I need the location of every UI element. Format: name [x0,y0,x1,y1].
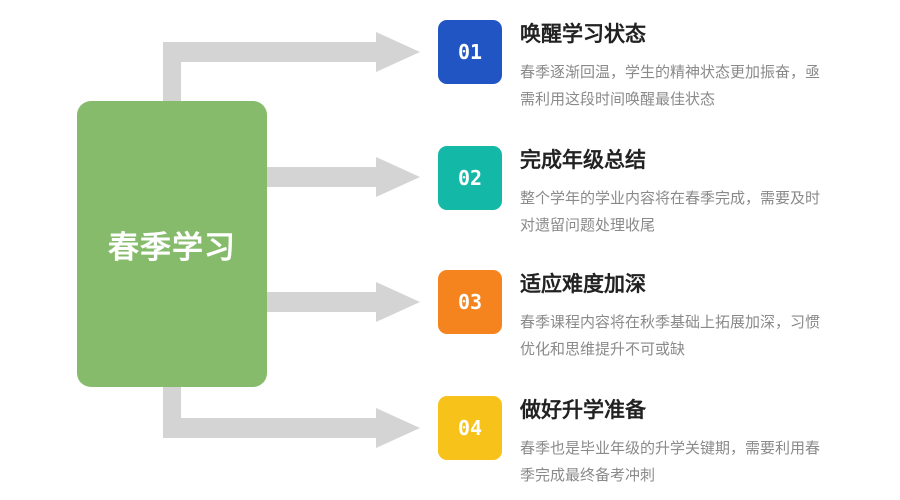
arrow-head-2 [376,157,420,197]
connector-shaft-4 [163,418,376,438]
arrow-head-3 [376,282,420,322]
item-2-description: 整个学年的学业内容将在春季完成，需要及时对遗留问题处理收尾 [520,189,821,234]
item-1-number: 01 [457,40,483,64]
item-4-title: 做好升学准备 [520,398,646,422]
item-1-title: 唤醒学习状态 [520,22,646,46]
item-1-number-badge: 01 [438,20,502,84]
item-4-number-badge: 04 [438,396,502,460]
main-topic-title: 春季学习 [108,229,236,266]
item-2-number-badge: 02 [438,146,502,210]
arrow-head-4 [376,408,420,448]
item-4-number: 04 [457,416,483,440]
item-3-description: 春季课程内容将在秋季基础上拓展加深，习惯优化和思维提升不可或缺 [520,313,821,358]
item-3-number: 03 [457,290,483,314]
connector-shaft-1 [163,42,376,62]
main-topic-box: 春季学习 [77,101,267,387]
item-2-title: 完成年级总结 [520,148,646,172]
item-3-number-badge: 03 [438,270,502,334]
connector-shaft-3 [267,292,376,312]
arrow-head-1 [376,32,420,72]
connector-shaft-2 [267,167,376,187]
item-3-title: 适应难度加深 [520,272,646,296]
item-2-number: 02 [457,166,483,190]
item-4-description: 春季也是毕业年级的升学关键期，需要利用春季完成最终备考冲刺 [520,439,821,484]
item-1-description: 春季逐渐回温，学生的精神状态更加振奋，亟需利用这段时间唤醒最佳状态 [520,63,821,108]
